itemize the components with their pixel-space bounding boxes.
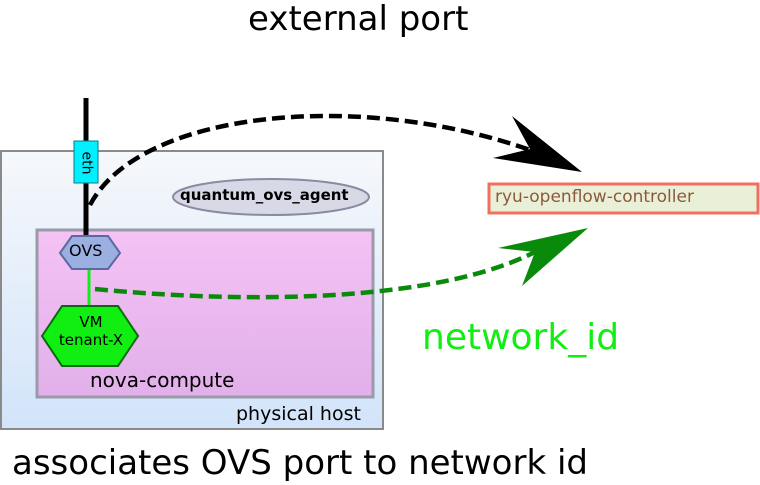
controller-box [487,182,760,215]
ovs-controller-arrowhead [498,228,588,286]
eth-controller-arrowhead [493,116,582,172]
vm-line1: VM [79,313,103,331]
eth-label: eth [75,148,97,178]
vm-line2: tenant-X [58,331,124,349]
vm-hexagon [40,305,140,367]
eth-controller-arrow [88,113,531,207]
network-id-label: network_id [422,317,620,358]
nova-compute-label: nova-compute [90,368,235,392]
eth-box [73,140,99,184]
caption: associates OVS port to network id [12,443,588,483]
ovs-hexagon [58,235,122,270]
ovs-label: OVS [69,241,103,260]
eth-text: eth [78,151,95,175]
agent-label: quantum_ovs_agent [180,186,349,204]
controller-label: ryu-openflow-controller [495,187,694,207]
ovs-controller-arrow [94,249,537,300]
quantum-agent-ellipse [172,178,370,216]
physical-host-label: physical host [236,403,361,425]
title-external-port: external port [248,0,469,39]
